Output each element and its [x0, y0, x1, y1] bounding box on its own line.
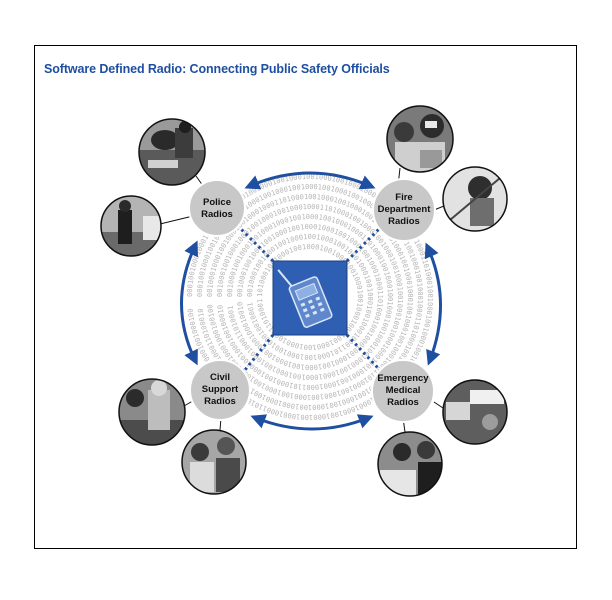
- photo-police-motorcycle: [138, 118, 206, 186]
- photo-medical-device: [442, 379, 508, 445]
- link-fire: [345, 226, 382, 263]
- photo-firefighter-mask: [442, 166, 508, 232]
- center-radio: [272, 260, 348, 336]
- node-fire-label-3: Radios: [388, 216, 420, 227]
- photo-firefighters: [386, 105, 454, 173]
- node-civil-label-3: Radios: [204, 396, 236, 407]
- arrow-police-fire: [244, 171, 376, 190]
- node-police-label-2: Radios: [201, 209, 233, 220]
- handheld-radio-icon: [277, 269, 333, 328]
- arrow-fire-emergency: [424, 242, 442, 366]
- arrow-police-civil: [180, 240, 199, 366]
- photo-civil-support-hazmat: [118, 378, 186, 446]
- node-emergency-label-1: Emergency: [377, 373, 429, 384]
- photo-civil-support-crowd: [181, 429, 247, 495]
- node-fire-department-radios: Fire Department Radios: [372, 178, 436, 242]
- node-emergency-medical-radios: Emergency Medical Radios: [371, 359, 435, 423]
- node-emergency-label-3: Radios: [387, 397, 419, 408]
- photo-ambulance-crew: [377, 431, 443, 497]
- node-police-label-1: Police: [203, 197, 231, 208]
- dotted-links: [238, 226, 382, 371]
- node-civil-label-2: Support: [202, 384, 239, 395]
- node-civil-support-radios: Civil Support Radios: [189, 359, 251, 421]
- diagram-title: Software Defined Radio: Connecting Publi…: [44, 62, 390, 76]
- node-fire-label-2: Department: [378, 204, 432, 215]
- arrow-civil-emergency: [250, 414, 374, 431]
- node-emergency-label-2: Medical: [386, 385, 421, 396]
- connection-arrows: [180, 171, 442, 431]
- photo-police-officer: [100, 195, 162, 257]
- link-emergency: [345, 333, 380, 370]
- node-civil-label-1: Civil: [210, 372, 230, 383]
- node-police-radios: Police Radios: [188, 179, 246, 237]
- link-civil: [243, 334, 275, 371]
- node-fire-label-1: Fire: [395, 192, 412, 203]
- link-police: [238, 226, 275, 263]
